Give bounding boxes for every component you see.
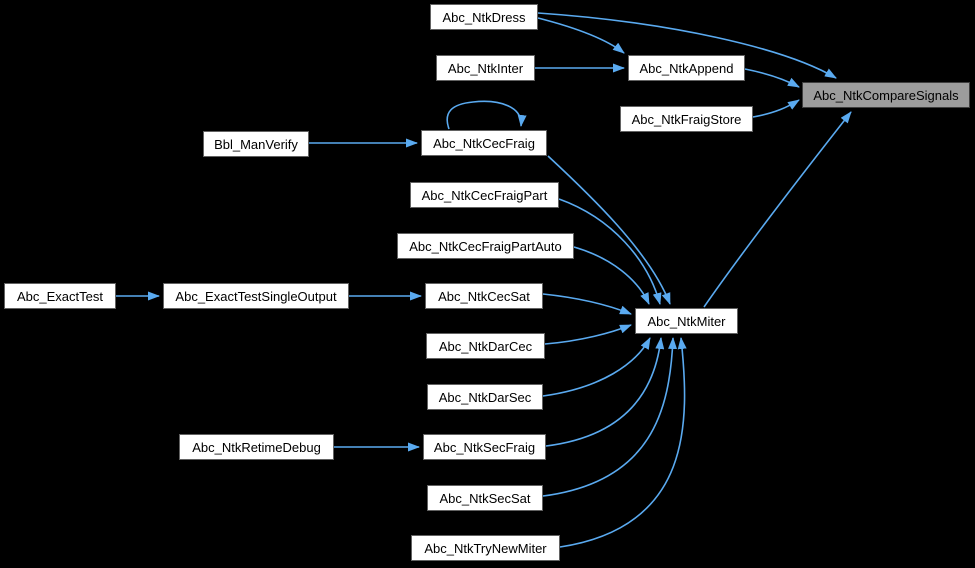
node-abc-ntkdarcec[interactable]: Abc_NtkDarCec — [426, 333, 545, 359]
node-abc-ntksecsat[interactable]: Abc_NtkSecSat — [427, 485, 543, 511]
node-abc-ntktrynewmiter[interactable]: Abc_NtkTryNewMiter — [411, 535, 560, 561]
node-abc-ntkinter[interactable]: Abc_NtkInter — [436, 55, 535, 81]
node-abc-ntkcomparesignals: Abc_NtkCompareSignals — [802, 82, 970, 108]
node-abc-ntkretimedebug[interactable]: Abc_NtkRetimeDebug — [179, 434, 334, 460]
node-abc-ntkdarsec[interactable]: Abc_NtkDarSec — [427, 384, 543, 410]
node-abc-ntkcecfraig[interactable]: Abc_NtkCecFraig — [421, 130, 547, 156]
edge-abc-ntksecfraig-to-abc-ntkmiter — [545, 337, 665, 447]
node-abc-exacttestsingleoutput[interactable]: Abc_ExactTestSingleOutput — [163, 283, 349, 309]
edge-group — [116, 12, 852, 548]
edge-abc-ntkcecfraig-to-abc-ntkmiter — [547, 155, 671, 305]
edge-abc-ntkfraigstore-to-abc-ntkcomparesignals — [752, 99, 800, 118]
edge-abc-ntkmiter-to-abc-ntkcomparesignals — [703, 111, 852, 308]
node-bbl-manverify[interactable]: Bbl_ManVerify — [203, 131, 309, 157]
node-abc-ntkmiter[interactable]: Abc_NtkMiter — [635, 308, 738, 334]
node-abc-ntkcecfraigpartauto[interactable]: Abc_NtkCecFraigPartAuto — [397, 233, 574, 259]
edge-abc-ntkcecfraig-to-abc-ntkcecfraig — [446, 100, 527, 130]
edge-abc-ntkappend-to-abc-ntkcomparesignals — [744, 68, 800, 88]
node-abc-ntksecfraig[interactable]: Abc_NtkSecFraig — [423, 434, 546, 460]
edge-abc-ntkcecfraigpartauto-to-abc-ntkmiter — [573, 246, 650, 305]
node-abc-ntkcecfraigpart[interactable]: Abc_NtkCecFraigPart — [410, 182, 559, 208]
edge-abc-ntkdarsec-to-abc-ntkmiter — [542, 337, 651, 397]
edge-abc-ntkdress-to-abc-ntkappend — [537, 17, 625, 54]
edge-abc-ntksecsat-to-abc-ntkmiter — [542, 337, 678, 497]
edge-abc-ntkdress-to-abc-ntkcomparesignals — [537, 12, 837, 79]
edge-abc-ntkcecsat-to-abc-ntkmiter — [542, 293, 632, 315]
node-abc-ntkdress[interactable]: Abc_NtkDress — [430, 4, 538, 30]
edge-abc-ntktrynewmiter-to-abc-ntkmiter — [559, 337, 687, 548]
node-abc-exacttest[interactable]: Abc_ExactTest — [4, 283, 116, 309]
node-abc-ntkcecsat[interactable]: Abc_NtkCecSat — [425, 283, 543, 309]
node-abc-ntkappend[interactable]: Abc_NtkAppend — [628, 55, 745, 81]
edge-abc-ntkcecfraigpart-to-abc-ntkmiter — [558, 198, 662, 305]
edge-abc-ntkdarcec-to-abc-ntkmiter — [544, 324, 632, 345]
node-abc-ntkfraigstore[interactable]: Abc_NtkFraigStore — [620, 106, 753, 132]
